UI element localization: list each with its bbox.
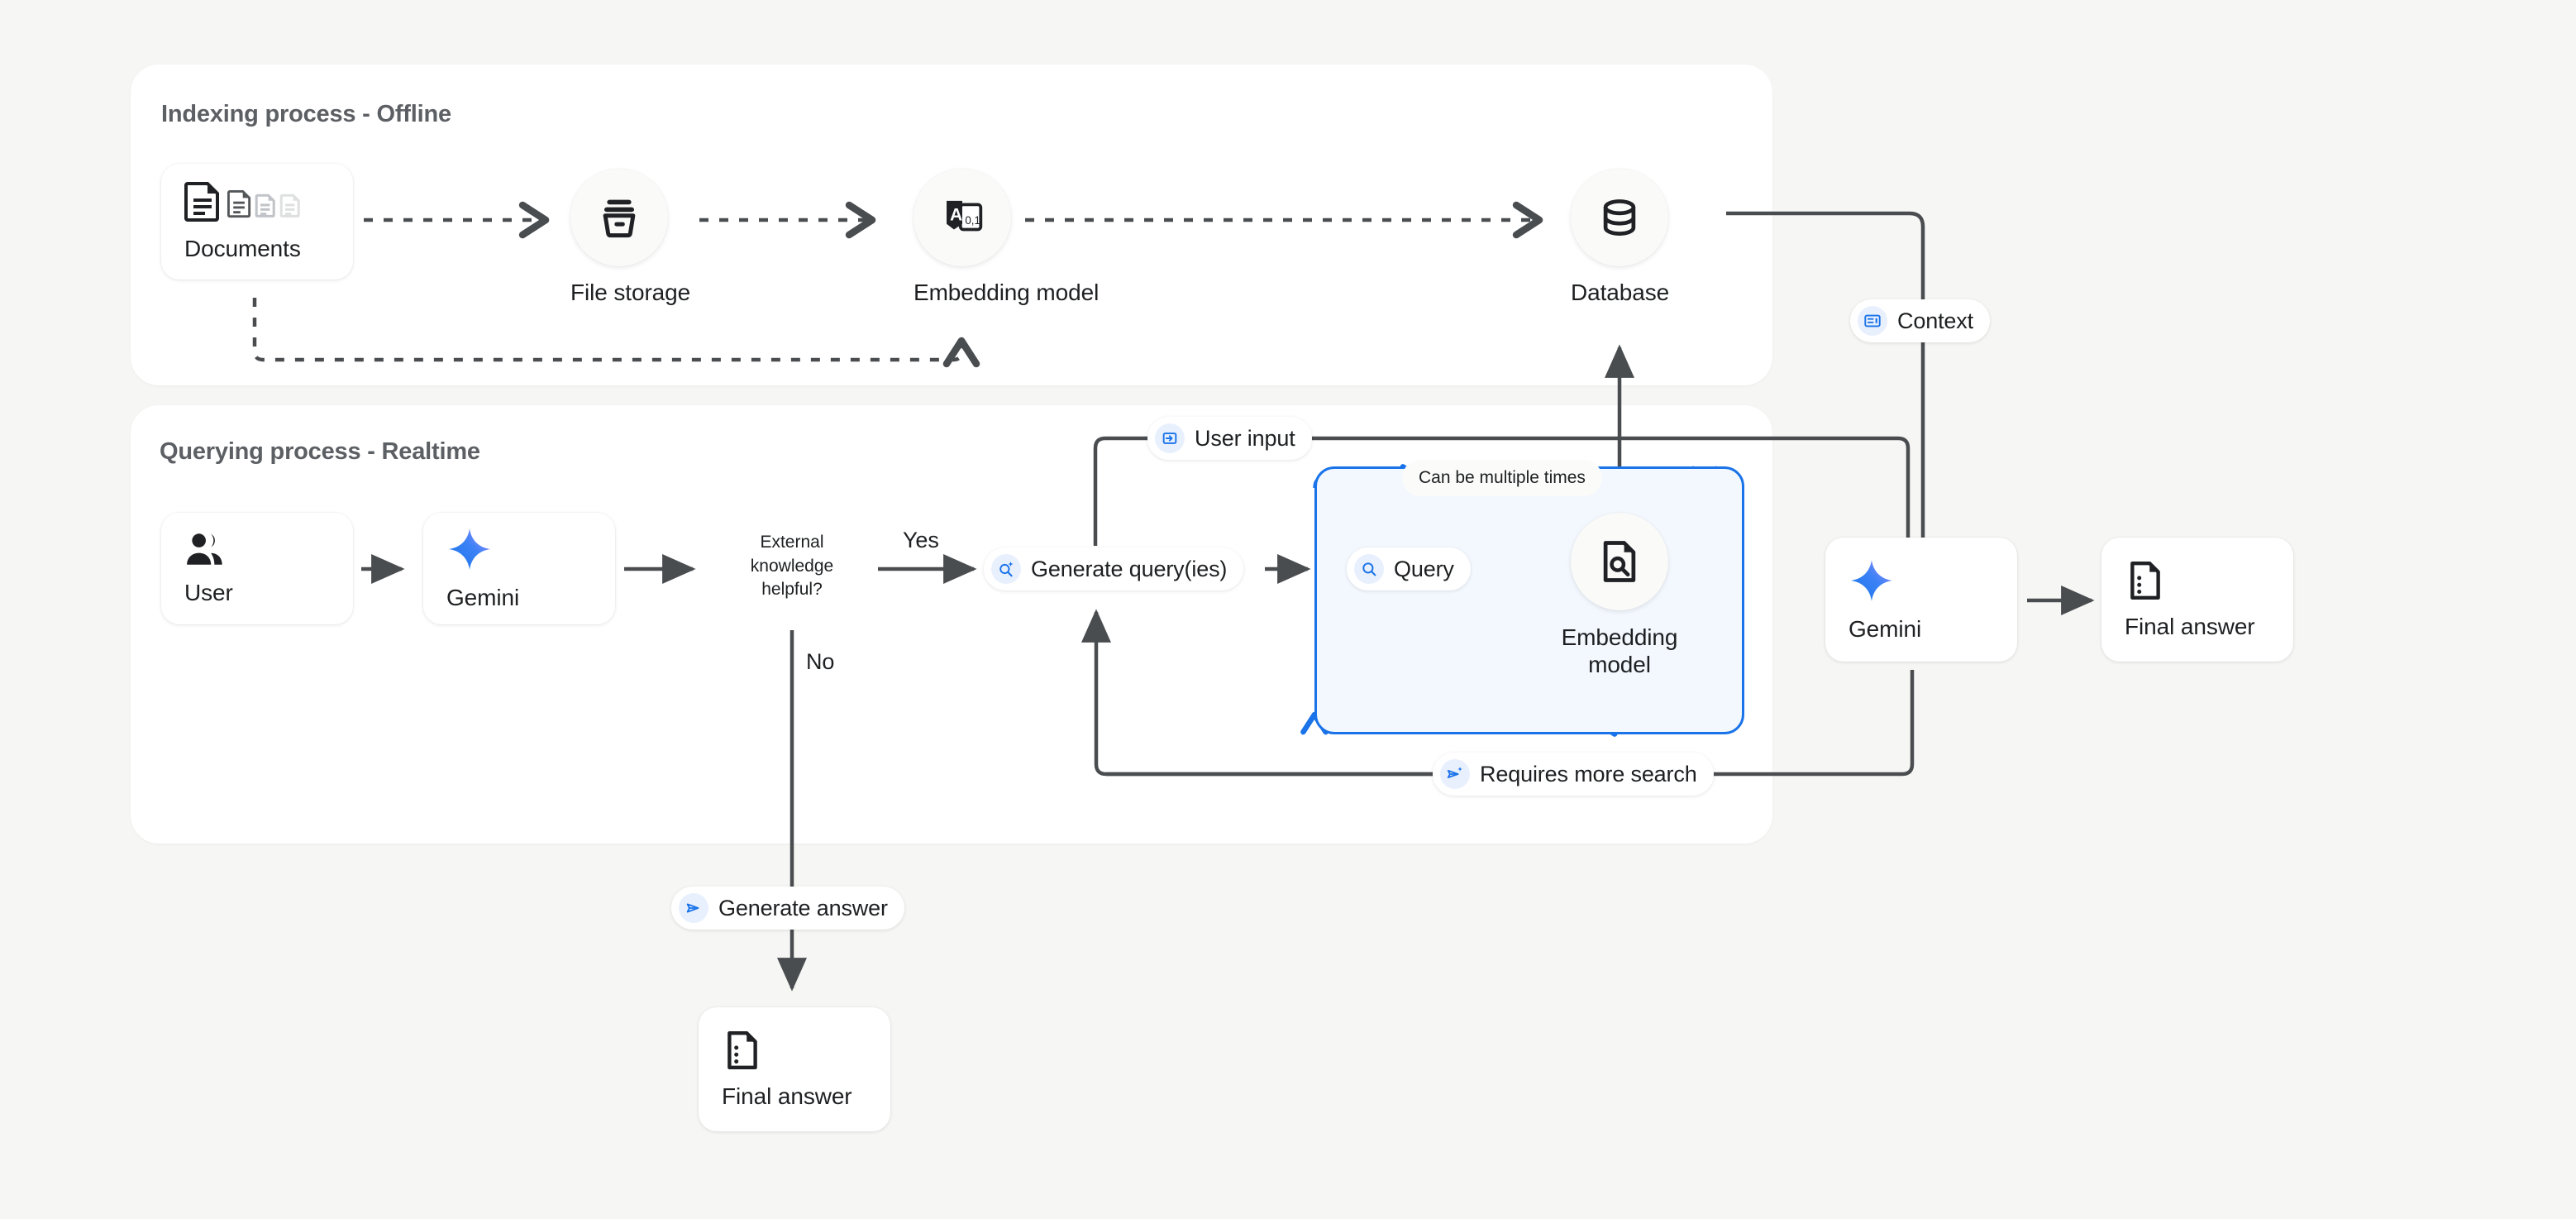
- decision-text: External knowledge helpful?: [711, 506, 873, 627]
- pill-requires-more-search[interactable]: Requires more search: [1433, 753, 1714, 796]
- node-decision-external-knowledge[interactable]: External knowledge helpful?: [711, 506, 873, 627]
- edge-label-yes: Yes: [903, 528, 939, 552]
- node-database[interactable]: Database: [1571, 169, 1670, 306]
- database-cylinder-icon: [1571, 169, 1668, 266]
- node-documents[interactable]: Documents: [161, 164, 353, 280]
- gemini-sparkle-icon: [446, 526, 493, 576]
- send-sparkle-icon: [1440, 759, 1470, 789]
- document-search-icon: [1571, 513, 1668, 610]
- node-gemini-right-label: Gemini: [1849, 615, 1922, 642]
- login-arrow-icon: [1155, 423, 1185, 453]
- answer-document-icon: [722, 1030, 763, 1075]
- node-documents-label: Documents: [184, 235, 301, 261]
- node-final-answer-bottom-label: Final answer: [722, 1083, 852, 1109]
- node-embedding-model-index[interactable]: 0,1 A Embedding model: [914, 169, 1100, 306]
- gemini-sparkle-icon: [1849, 557, 1895, 608]
- send-icon: [679, 893, 708, 923]
- node-user[interactable]: User: [161, 513, 353, 624]
- pill-generate-queries-label: Generate query(ies): [1031, 556, 1228, 581]
- node-database-label: Database: [1571, 280, 1670, 305]
- node-final-answer-bottom[interactable]: Final answer: [699, 1007, 890, 1131]
- node-embedding-model-query[interactable]: Embedding model: [1562, 513, 1677, 678]
- pill-query[interactable]: Query: [1347, 547, 1471, 590]
- node-user-label: User: [184, 580, 233, 605]
- retrieval-loop-region: [1314, 466, 1744, 734]
- answer-document-icon: [2125, 560, 2166, 605]
- pill-generate-answer-label: Generate answer: [718, 895, 888, 920]
- pill-context-label: Context: [1897, 308, 1973, 333]
- panel-querying-title: Querying process - Realtime: [160, 438, 480, 465]
- embedding-query-line-2: model: [1588, 652, 1651, 678]
- documents-stack-icon: [184, 181, 310, 227]
- search-sparkle-icon: [991, 554, 1021, 584]
- users-icon: [184, 531, 229, 571]
- svg-text:A: A: [950, 205, 962, 224]
- pill-requires-more-search-label: Requires more search: [1480, 761, 1697, 786]
- node-gemini-right[interactable]: Gemini: [1825, 538, 2017, 662]
- context-panel-icon: [1858, 306, 1887, 336]
- decision-line-1: External: [760, 532, 824, 552]
- pill-can-be-multiple-times: Can be multiple times: [1402, 460, 1602, 496]
- text-to-vector-icon: 0,1 A: [914, 169, 1011, 266]
- node-embedding-model-query-label: Embedding model: [1558, 624, 1682, 678]
- node-embedding-model-index-label: Embedding model: [914, 280, 1100, 305]
- pill-user-input[interactable]: User input: [1147, 417, 1312, 460]
- search-icon: [1354, 554, 1384, 584]
- pill-query-label: Query: [1394, 556, 1454, 581]
- pill-generate-queries[interactable]: Generate query(ies): [984, 547, 1244, 590]
- node-gemini-left-label: Gemini: [446, 585, 520, 610]
- archive-box-icon: [570, 169, 668, 266]
- node-final-answer-right-label: Final answer: [2125, 613, 2255, 639]
- pill-user-input-label: User input: [1195, 425, 1295, 451]
- svg-text:0,1: 0,1: [965, 214, 980, 227]
- edge-label-no: No: [806, 649, 835, 674]
- node-file-storage[interactable]: File storage: [570, 169, 691, 306]
- pill-generate-answer[interactable]: Generate answer: [671, 887, 904, 930]
- panel-indexing-title: Indexing process - Offline: [161, 101, 451, 127]
- decision-line-3: helpful?: [761, 580, 823, 600]
- decision-line-2: knowledge: [750, 556, 834, 576]
- node-file-storage-label: File storage: [570, 280, 691, 305]
- pill-context[interactable]: Context: [1850, 299, 1990, 342]
- node-final-answer-right[interactable]: Final answer: [2101, 538, 2293, 662]
- node-gemini-left[interactable]: Gemini: [423, 513, 615, 624]
- embedding-query-line-1: Embedding: [1561, 624, 1678, 650]
